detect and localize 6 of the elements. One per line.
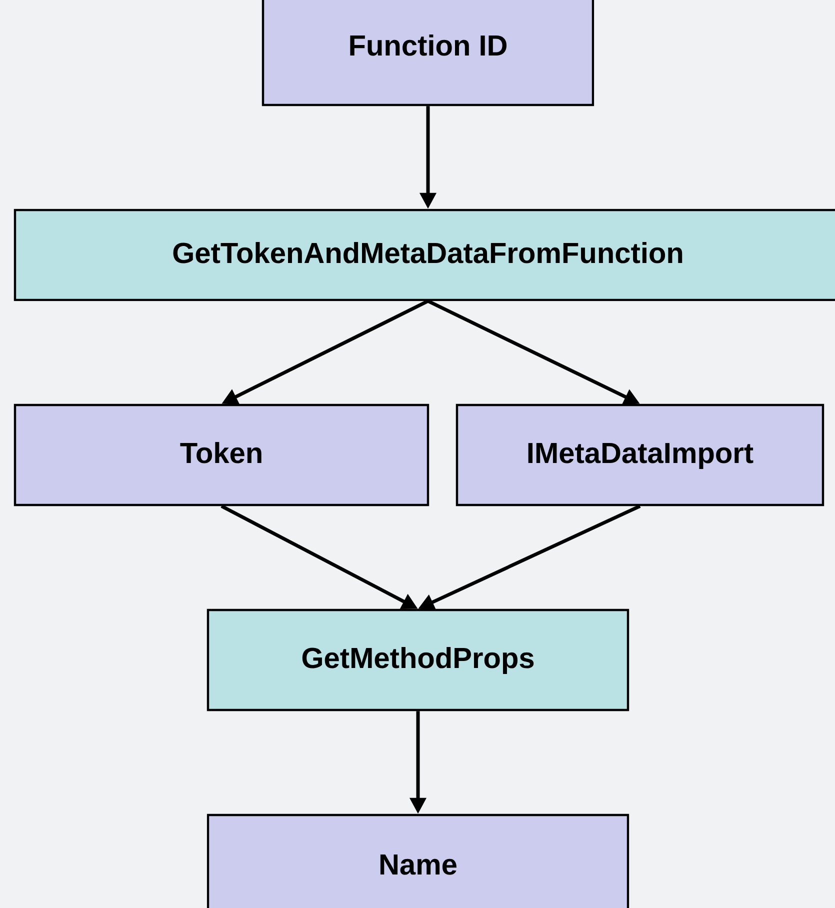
- data-box: Name: [206, 814, 630, 908]
- data-box: Function ID: [262, 0, 594, 106]
- data-box: Token: [14, 404, 430, 506]
- data-box: IMetaDataImport: [456, 404, 824, 506]
- function-box: GetMethodProps: [206, 608, 630, 712]
- function-box: GetTokenAndMetaDataFromFunction: [14, 208, 835, 302]
